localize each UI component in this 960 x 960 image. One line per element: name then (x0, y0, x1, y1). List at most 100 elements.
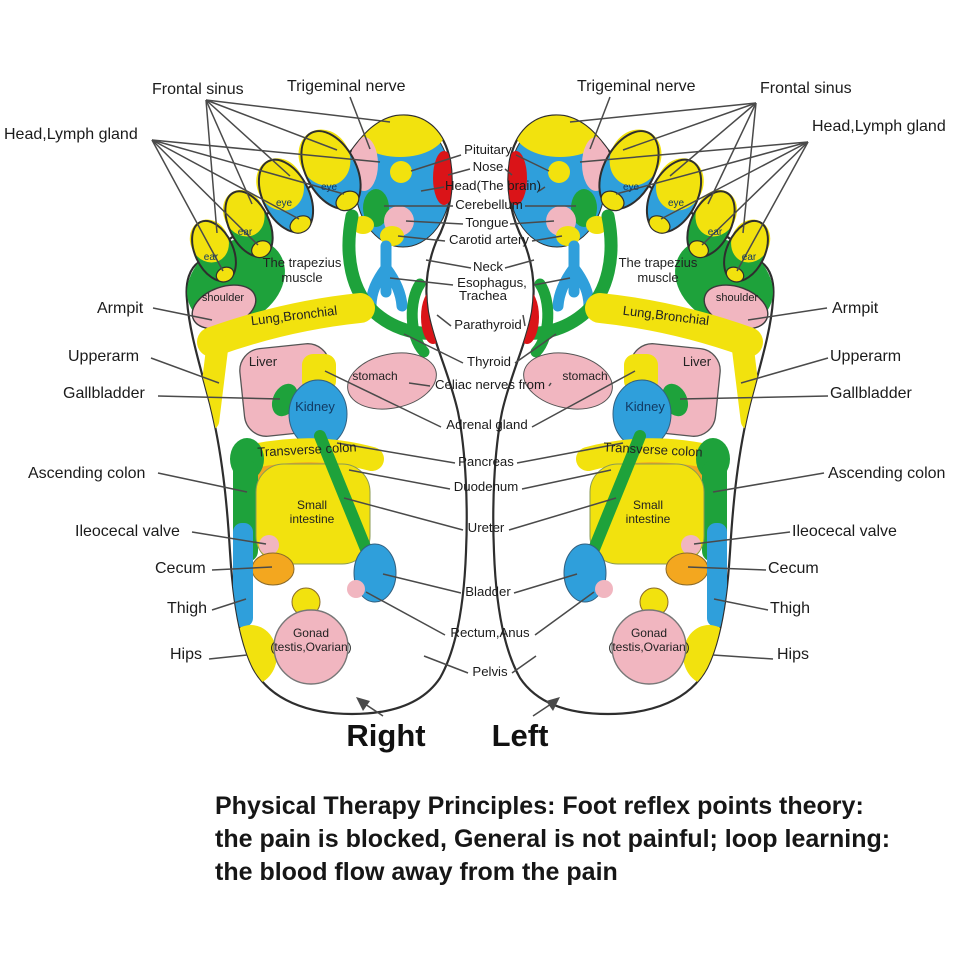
label-cerebellum: Cerebellum (455, 197, 523, 212)
zone-label-liver-right: Liver (682, 354, 712, 369)
label-trigeminal-right: Trigeminal nerve (577, 78, 696, 95)
zone-label-trapezius-right: The trapezius muscle (619, 255, 698, 285)
label-head-lymph-right: Head,Lymph gland (812, 118, 946, 135)
caption-line-1: Physical Therapy Principles: Foot reflex… (215, 792, 864, 820)
label-upperarm-left: Upperarm (68, 348, 140, 365)
label-ileocecal-left: Ileocecal valve (75, 523, 180, 540)
gonad-line1: Gonad (630, 626, 668, 640)
label-carotid: Carotid artery (449, 232, 529, 247)
toe-2 (298, 129, 362, 212)
label-pituitary: Pituitary (464, 142, 512, 157)
zone-lung-band (197, 293, 375, 357)
zone-parathyroid (421, 290, 445, 344)
label-trigeminal-left: Trigeminal nerve (287, 78, 406, 95)
label-celiac: Celiac nerves from (435, 377, 545, 392)
zone-label-eye-left-2: eye (275, 198, 293, 209)
zone-rectum (347, 580, 365, 598)
foot-left (185, 114, 468, 716)
label-thigh-left: Thigh (167, 600, 208, 617)
label-bladder: Bladder (465, 584, 511, 599)
label-tongue: Tongue (465, 215, 509, 230)
zone-label-shoulder-right: shoulder (715, 292, 759, 304)
caption: Physical Therapy Principles: Foot reflex… (215, 790, 890, 889)
toe-4 (222, 189, 274, 259)
label-hips-right: Hips (777, 646, 810, 663)
small-intestine-line2: intestine (289, 512, 335, 526)
label-thyroid: Thyroid (467, 354, 511, 369)
zone-cecum (251, 552, 295, 586)
zone-label-ear-left-2: ear (203, 252, 219, 263)
connector-lines (150, 96, 829, 717)
label-head-brain: Head(The brain) (444, 178, 542, 193)
zone-ureter-band (314, 430, 374, 560)
label-pelvis: Pelvis (472, 664, 508, 679)
trapezius-line1: The trapezius (618, 255, 698, 270)
label-nose: Nose (472, 159, 504, 174)
zone-label-kidney-right: Kidney (625, 399, 665, 414)
small-intestine-line1: Small (632, 498, 664, 512)
label-pancreas: Pancreas (458, 454, 514, 469)
zone-label-small-intestine-left: Small intestine (290, 498, 335, 526)
zone-pituitary (390, 161, 412, 183)
zone-label-gonad-left: Gonad (testis,Ovarian) (270, 626, 351, 654)
zone-label-kidney-left: Kidney (295, 399, 335, 414)
label-gallbladder-right: Gallbladder (830, 385, 912, 402)
zone-ileocecal (259, 535, 279, 555)
zone-label-small-intestine-right: Small intestine (626, 498, 671, 526)
label-armpit-right: Armpit (832, 300, 879, 317)
label-duodenum: Duodenum (453, 479, 519, 494)
label-armpit-left: Armpit (97, 300, 144, 317)
zone-label-stomach-left: stomach (352, 369, 398, 383)
label-ascending-colon-right: Ascending colon (828, 465, 946, 482)
heel-arrow-right (546, 697, 560, 711)
zone-label-eye-left-1: eye (320, 182, 338, 193)
zone-label-eye-right-2: eye (667, 198, 685, 209)
label-ileocecal-right: Ileocecal valve (792, 523, 897, 540)
label-adrenal: Adrenal gland (446, 417, 528, 432)
label-ascending-colon-left: Ascending colon (28, 465, 146, 482)
small-intestine-line1: Small (296, 498, 328, 512)
label-cecum-right: Cecum (768, 560, 819, 577)
heel-arrow-left (356, 697, 370, 711)
foot-name-left: Left (491, 718, 549, 753)
label-head-lymph-left: Head,Lymph gland (4, 126, 138, 143)
label-parathyroid: Parathyroid (454, 317, 522, 332)
zone-parathyroid-band (406, 278, 430, 358)
gonad-line2: (testis,Ovarian) (270, 640, 352, 654)
zone-hips (225, 625, 277, 685)
zone-cerebellum (363, 189, 389, 227)
zone-stomach (347, 352, 437, 410)
label-esophagus: Esophagus, (457, 275, 527, 290)
label-ureter: Ureter (467, 520, 505, 535)
label-thigh-right: Thigh (770, 600, 811, 617)
caption-line-3: the blood flow away from the pain (215, 858, 618, 886)
trapezius-line2: muscle (281, 270, 323, 285)
label-cecum-left: Cecum (155, 560, 206, 577)
label-neck: Neck (472, 259, 504, 274)
caption-line-2: the pain is blocked, General is not pain… (215, 825, 891, 853)
label-gallbladder-left: Gallbladder (63, 385, 145, 402)
foot-name-right: Right (346, 718, 426, 753)
gonad-line2: (testis,Ovarian) (608, 640, 690, 654)
toe-5 (189, 219, 237, 283)
trapezius-line2: muscle (637, 270, 679, 285)
gonad-line1: Gonad (292, 626, 330, 640)
small-intestine-line2: intestine (625, 512, 671, 526)
label-rectum-anus: Rectum,Anus (450, 625, 530, 640)
toe-3 (256, 158, 315, 234)
zone-nose (433, 151, 455, 205)
zone-label-shoulder-left: shoulder (201, 292, 245, 304)
zone-label-trapezius-left: The trapezius muscle (263, 255, 342, 285)
trapezius-line1: The trapezius (262, 255, 342, 270)
label-trachea: Trachea (459, 288, 507, 303)
zone-label-eye-right-1: eye (622, 182, 640, 193)
label-hips-left: Hips (170, 646, 203, 663)
zone-label-ear-left-1: ear (237, 227, 253, 238)
zone-label-liver-left: Liver (248, 354, 278, 369)
label-frontal-sinus-right: Frontal sinus (760, 80, 852, 97)
zone-label-ear-right-1: ear (707, 227, 723, 238)
zone-label-stomach-right: stomach (562, 369, 608, 383)
zone-label-gonad-right: Gonad (testis,Ovarian) (608, 626, 689, 654)
